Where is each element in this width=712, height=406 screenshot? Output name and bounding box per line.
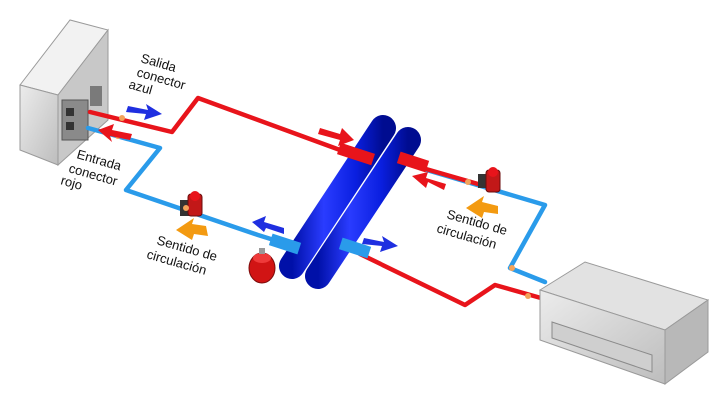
red-arrow-right	[412, 172, 446, 190]
label-inlet-line3: rojo	[59, 172, 84, 192]
direction-arrows	[98, 104, 498, 252]
label-outlet-line3: azul	[127, 76, 154, 97]
label-outlet: Salida conector azul	[127, 50, 188, 97]
indoor-unit	[538, 261, 710, 385]
left-pump	[180, 191, 203, 217]
red-arrow-inlet	[98, 124, 132, 142]
heat-exchanger	[268, 115, 430, 289]
expansion-vessel	[248, 248, 276, 284]
orange-arrow-left	[176, 218, 208, 240]
blue-arrow-right	[362, 236, 398, 252]
label-flow-left: Sentido de circulación	[145, 232, 219, 277]
outdoor-unit	[19, 19, 109, 167]
orange-arrow-right	[466, 196, 498, 218]
blue-arrow-outlet	[126, 104, 162, 120]
red-pipe-indoor	[357, 251, 551, 308]
red-arrow-top	[318, 128, 354, 146]
blue-arrow-left	[252, 216, 284, 234]
right-pump	[478, 167, 501, 193]
blue-pipe-return	[85, 125, 293, 248]
